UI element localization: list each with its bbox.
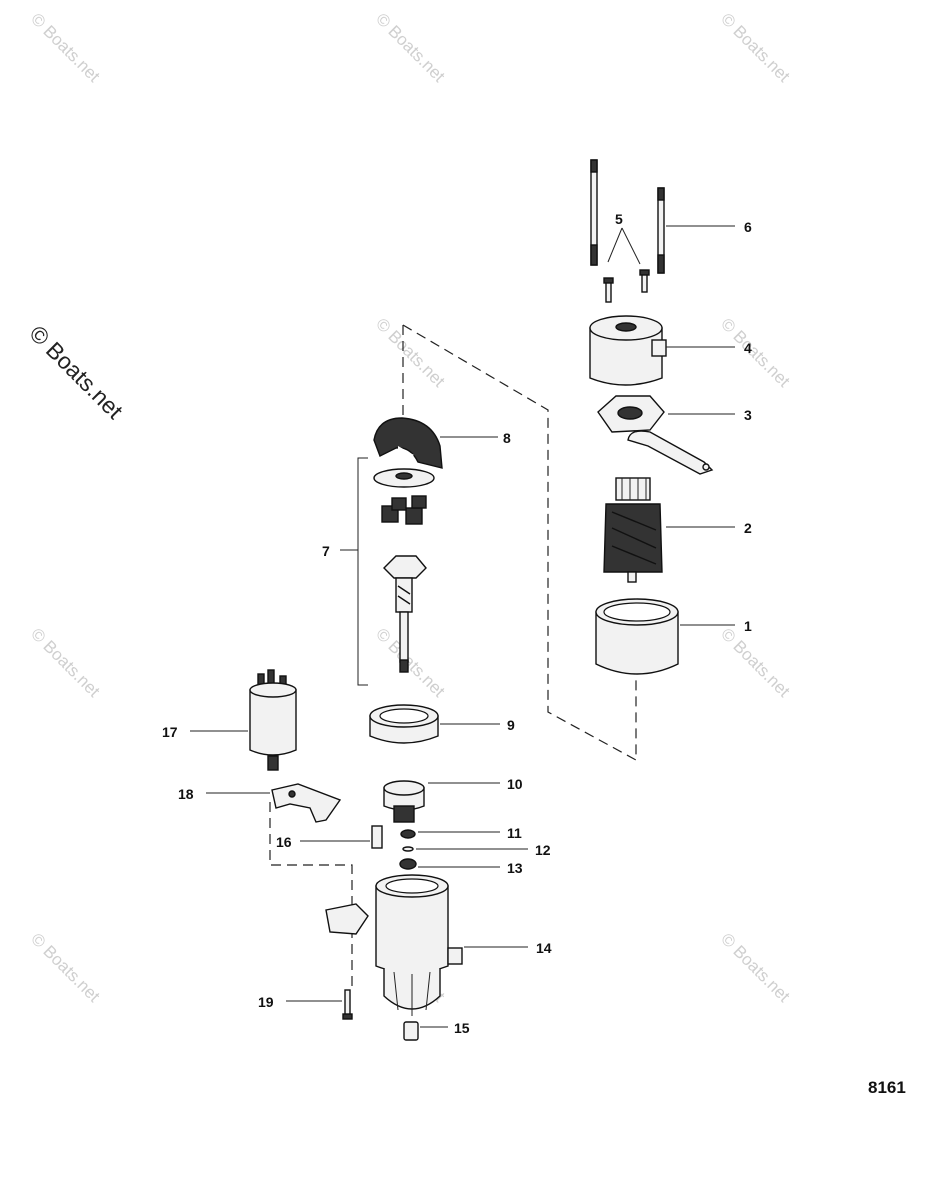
callout-6: 6 — [744, 219, 752, 235]
callout-13: 13 — [507, 860, 523, 876]
callout-16: 16 — [276, 834, 292, 850]
watermark: © Boats.net — [372, 9, 449, 86]
watermark: © Boats.net — [717, 9, 794, 86]
through-bolts — [590, 159, 665, 274]
callout-19: 19 — [258, 994, 274, 1010]
callout-4: 4 — [744, 340, 752, 356]
seal — [373, 417, 443, 469]
watermark: © Boats.net — [27, 624, 104, 701]
drive-housing — [325, 874, 463, 1016]
watermark: © Boats.net — [27, 929, 104, 1006]
field-frame — [595, 598, 679, 675]
callout-numbers: 1 2 3 4 5 6 7 8 9 10 11 12 13 14 15 16 1… — [162, 211, 752, 1036]
callout-18: 18 — [178, 786, 194, 802]
callout-7: 7 — [322, 543, 330, 559]
callout-1: 1 — [744, 618, 752, 634]
assembly-guide-lines — [269, 324, 637, 990]
callout-12: 12 — [535, 842, 551, 858]
end-cap — [589, 315, 667, 386]
callout-17: 17 — [162, 724, 178, 740]
leader-lines — [190, 225, 735, 1028]
solenoid — [249, 669, 297, 771]
bushing — [403, 1021, 419, 1041]
callout-8: 8 — [503, 430, 511, 446]
watermark: © Boats.net — [717, 929, 794, 1006]
figure-number: 8161 — [868, 1078, 906, 1097]
callout-14: 14 — [536, 940, 552, 956]
brush-holder — [597, 395, 714, 475]
callout-9: 9 — [507, 717, 515, 733]
armature — [603, 477, 663, 583]
mounting-screw — [342, 989, 353, 1020]
callout-11: 11 — [507, 825, 522, 841]
watermark: © Boats.net — [717, 314, 794, 391]
ring-gear — [369, 704, 439, 744]
callout-5: 5 — [615, 211, 623, 227]
callout-15: 15 — [454, 1020, 470, 1036]
drive-pinion — [383, 780, 425, 823]
shift-lever — [271, 783, 342, 823]
callout-2: 2 — [744, 520, 752, 536]
callout-3: 3 — [744, 407, 752, 423]
watermark: © Boats.net — [27, 9, 104, 86]
shim — [371, 825, 383, 849]
washers — [399, 829, 417, 870]
watermark: © Boats.net — [717, 624, 794, 701]
callout-10: 10 — [507, 776, 523, 792]
watermark: © Boats.net — [372, 314, 449, 391]
screws — [603, 269, 650, 303]
watermark-main: © Boats.net — [24, 320, 128, 424]
planetary-gear-assembly — [357, 457, 435, 686]
watermark: © Boats.net — [372, 624, 449, 701]
